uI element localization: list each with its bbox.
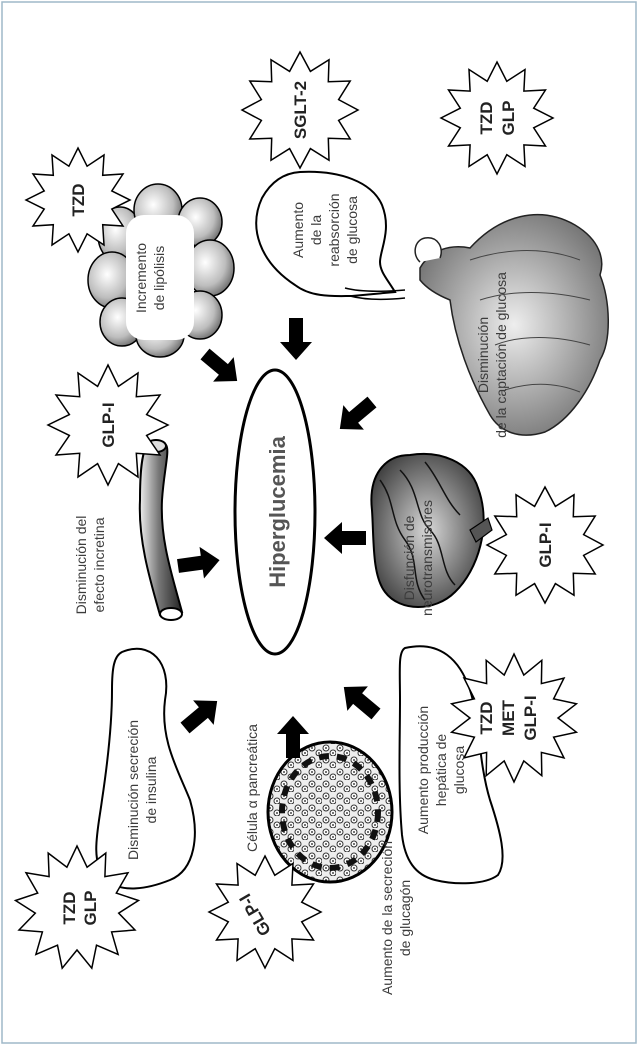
drug-label: TZD [69,183,88,216]
label-line: de glucagón [397,880,413,956]
drug-label: MET [499,699,518,736]
label-line: hepática de [433,734,449,807]
label-line: de la [308,215,324,246]
label-line: reabsorción [326,193,342,266]
label-line: Disminución secreción [125,720,141,860]
label-line: efecto incretina [91,517,107,612]
label-line: Disfunción de [401,515,417,600]
label-line: Disminución [475,317,491,393]
drug-label: TZD [477,701,496,734]
drug-label: GLP-I [99,402,118,447]
label-line: de la captación de glucosa [493,272,509,438]
label-line: de lipólisis [151,246,167,311]
alpha-cell-islet-illustration [268,742,392,882]
label-line: de glucosa [344,196,360,264]
label-celula-alfa: Célula α pancreática [244,724,260,852]
drug-label: TZD [60,891,79,924]
central-title: Hiperglucemia [265,435,290,587]
label-line: glucosa [451,746,467,794]
drug-label: GLP-I [536,522,555,567]
drug-label: GLP [499,101,518,136]
label-line: Aumento [290,202,306,258]
drug-label: GLP-I [521,695,540,740]
label-line: Aumento producción [415,706,431,834]
label-line: Disminución del [73,516,89,615]
label-line: de insulina [143,756,159,823]
drug-label: SGLT-2 [291,81,310,139]
label-line: neurotransmisores [419,500,435,616]
label-line: Incremento [133,243,149,313]
label-line: Aumento de la secreción [379,841,395,995]
drug-label: GLP [81,891,100,926]
drug-label: TZD [477,101,496,134]
